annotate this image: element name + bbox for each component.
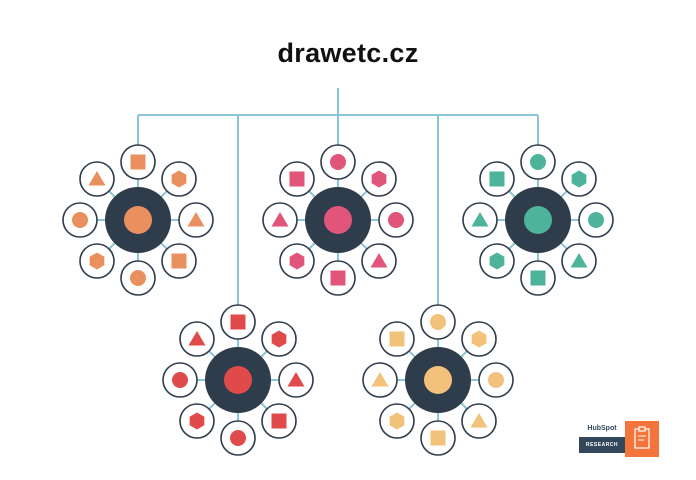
circle-icon (530, 154, 546, 170)
satellite-node (161, 161, 197, 197)
satellite-node (220, 420, 256, 456)
circle-icon (172, 372, 188, 388)
square-icon (530, 270, 546, 286)
hexagon-icon (489, 252, 505, 270)
circle-icon (230, 430, 246, 446)
cluster-yellow (362, 304, 514, 456)
circle-icon (330, 154, 346, 170)
circle-icon (72, 212, 88, 228)
hexagon-icon (189, 412, 205, 430)
satellite-node (279, 161, 315, 197)
satellite-node (561, 243, 597, 279)
triangle-icon (371, 372, 389, 387)
square-icon (271, 413, 287, 429)
hexagon-icon (289, 252, 305, 270)
satellite-node (479, 243, 515, 279)
hexagon-icon (171, 170, 187, 188)
satellite-node (262, 202, 298, 238)
satellite-node (79, 161, 115, 197)
satellite-node (362, 362, 398, 398)
satellite-node (578, 202, 614, 238)
square-icon (430, 430, 446, 446)
satellite-node (261, 321, 297, 357)
hub-circle-icon (524, 206, 552, 234)
satellite-node (320, 260, 356, 296)
document-icon (625, 421, 659, 457)
satellite-node (561, 161, 597, 197)
satellite-node (261, 403, 297, 439)
hexagon-icon (389, 412, 405, 430)
square-icon (389, 331, 405, 347)
hub-circle-icon (324, 206, 352, 234)
square-icon (489, 171, 505, 187)
satellite-node (178, 202, 214, 238)
circle-icon (388, 212, 404, 228)
hub-circle-icon (124, 206, 152, 234)
brand-logo-text: HubSpot (587, 425, 617, 432)
satellite-node (461, 403, 497, 439)
page-title: drawetc.cz (277, 38, 419, 68)
satellite-node (120, 260, 156, 296)
square-icon (171, 253, 187, 269)
satellite-node (420, 304, 456, 340)
satellite-node (62, 202, 98, 238)
satellite-node (361, 161, 397, 197)
square-icon (230, 314, 246, 330)
brand-badge: HubSpot RESEARCH (579, 421, 659, 457)
satellite-node (179, 321, 215, 357)
satellite-node (478, 362, 514, 398)
hub-circle-icon (424, 366, 452, 394)
triangle-icon (570, 253, 588, 268)
circle-icon (130, 270, 146, 286)
circle-icon (588, 212, 604, 228)
satellite-node (162, 362, 198, 398)
hexagon-icon (371, 170, 387, 188)
cluster-red (162, 304, 314, 456)
cluster-orange (62, 144, 214, 296)
square-icon (289, 171, 305, 187)
hub-circle-icon (224, 366, 252, 394)
satellite-node (79, 243, 115, 279)
satellite-node (220, 304, 256, 340)
cluster-teal (462, 144, 614, 296)
satellite-node (279, 243, 315, 279)
satellite-node (179, 403, 215, 439)
satellite-node (462, 202, 498, 238)
satellite-node (120, 144, 156, 180)
satellite-node (461, 321, 497, 357)
triangle-icon (188, 330, 206, 346)
satellite-node (161, 243, 197, 279)
triangle-icon (187, 212, 205, 227)
satellite-node (420, 420, 456, 456)
satellite-node (479, 161, 515, 197)
triangle-icon (471, 212, 489, 227)
satellite-node (379, 403, 415, 439)
circle-icon (488, 372, 504, 388)
triangle-icon (370, 253, 388, 268)
hexagon-icon (571, 170, 587, 188)
satellite-node (320, 144, 356, 180)
hexagon-icon (271, 330, 287, 348)
triangle-icon (287, 372, 305, 387)
satellite-node (379, 321, 415, 357)
triangle-icon (470, 413, 488, 428)
satellite-node (278, 362, 314, 398)
clusters (62, 144, 614, 456)
brand-tag: RESEARCH (579, 437, 625, 453)
cluster-pink (262, 144, 414, 296)
hexagon-icon (471, 330, 487, 348)
square-icon (330, 270, 346, 286)
satellite-node (520, 144, 556, 180)
satellite-node (378, 202, 414, 238)
square-icon (130, 154, 146, 170)
triangle-icon (271, 212, 289, 227)
tree-connectors (137, 88, 539, 305)
circle-icon (430, 314, 446, 330)
hexagon-icon (89, 252, 105, 270)
triangle-icon (88, 170, 106, 186)
satellite-node (520, 260, 556, 296)
satellite-node (361, 243, 397, 279)
